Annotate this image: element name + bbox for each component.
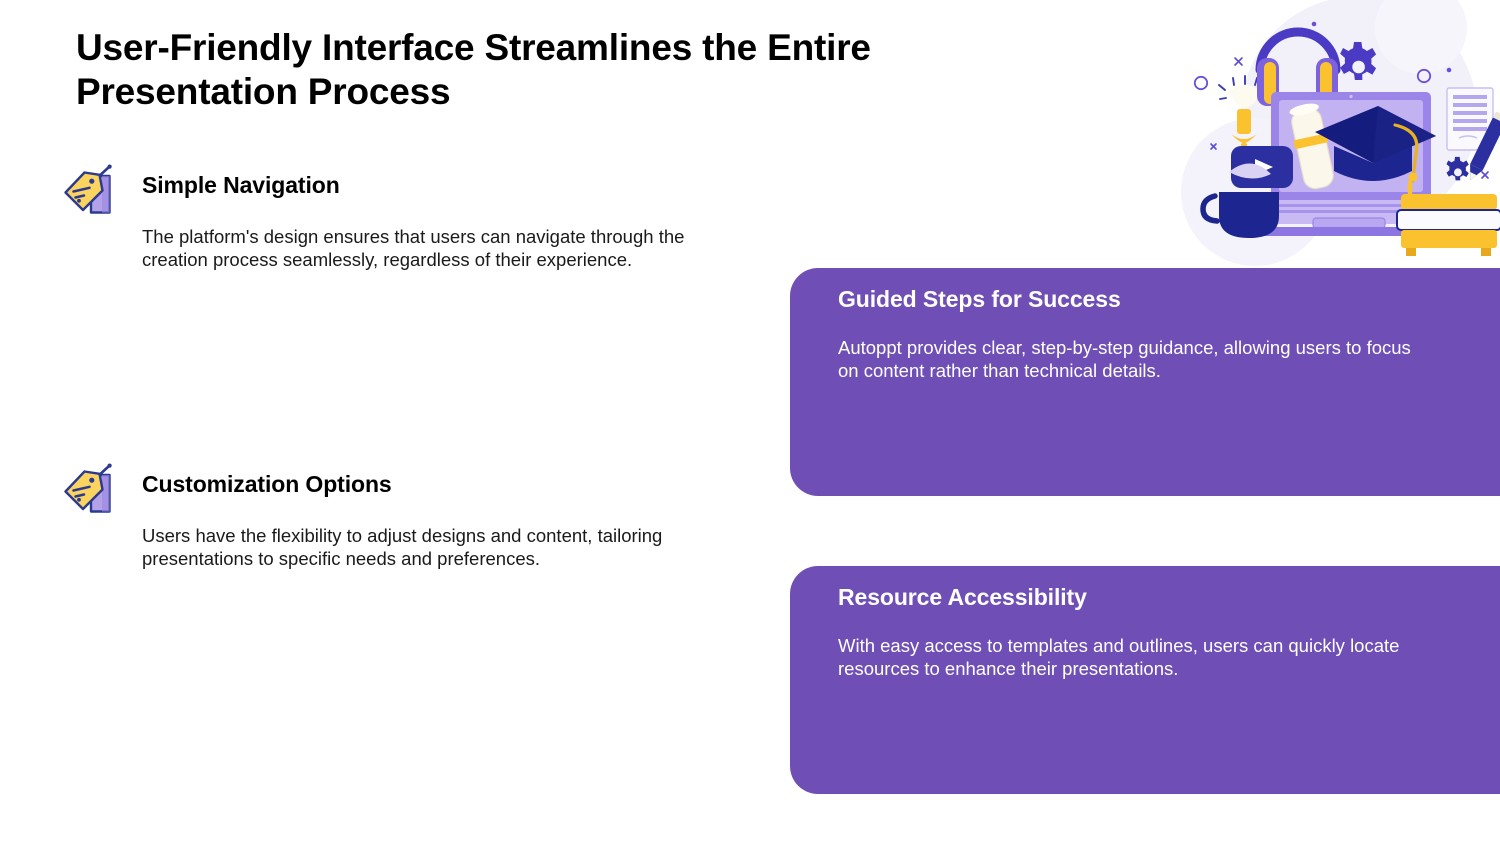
price-tags-icon: [58, 462, 120, 524]
circle-mark-icon: [1193, 75, 1209, 91]
diploma-scroll: [1289, 103, 1334, 190]
card-resource-accessibility: Resource Accessibility With easy access …: [790, 566, 1500, 794]
circle-mark-icon: [1416, 68, 1432, 84]
card-heading: Guided Steps for Success: [838, 286, 1121, 312]
page-title: User-Friendly Interface Streamlines the …: [76, 27, 871, 113]
feature-heading: Customization Options: [142, 471, 392, 497]
sparkle-icon: [1210, 57, 1489, 179]
card-body: With easy access to templates and outlin…: [838, 635, 1400, 680]
graduation-cap-icon: [1315, 106, 1436, 200]
feature-heading: Simple Navigation: [142, 172, 340, 198]
e-learning-illustration: [1163, 0, 1500, 268]
card-heading: Resource Accessibility: [838, 584, 1087, 610]
price-tags-icon: [58, 163, 120, 225]
gear-icon: [1446, 156, 1469, 181]
card-body: Autoppt provides clear, step-by-step gui…: [838, 337, 1411, 382]
notepad-icon: [1446, 87, 1494, 151]
books-icon: [1396, 194, 1500, 256]
gear-icon: [1340, 42, 1377, 80]
card-guided-steps-for-success: Guided Steps for Success Autoppt provide…: [790, 268, 1500, 496]
coffee-mug-icon: [1200, 163, 1279, 238]
pencil-icon: [1470, 111, 1500, 180]
feature-body: Users have the flexibility to adjust des…: [142, 525, 663, 570]
feature-body: The platform's design ensures that users…: [142, 226, 685, 271]
